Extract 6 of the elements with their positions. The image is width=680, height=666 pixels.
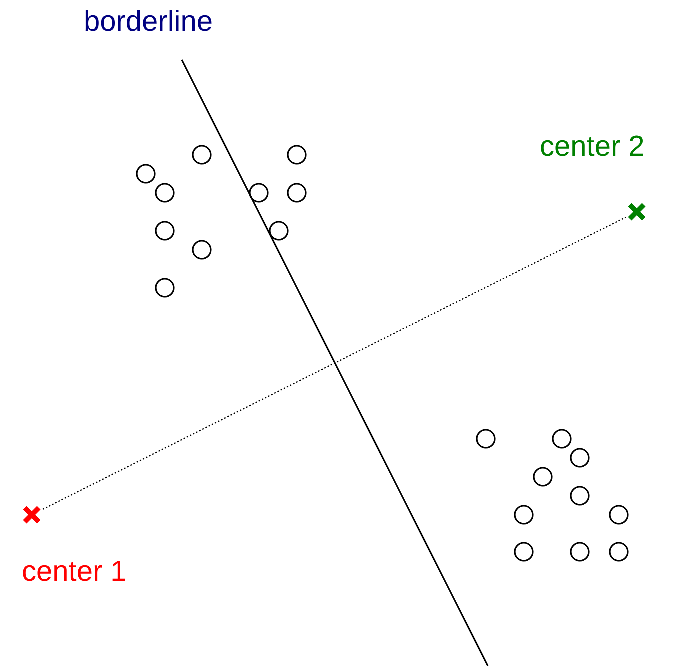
center-label: center 1 xyxy=(22,558,127,587)
borderline-label: borderline xyxy=(84,8,213,37)
center-cross-marker xyxy=(21,504,43,526)
center-cross-marker xyxy=(626,201,648,223)
dotted-line xyxy=(42,216,626,510)
center-label: center 2 xyxy=(540,133,645,162)
